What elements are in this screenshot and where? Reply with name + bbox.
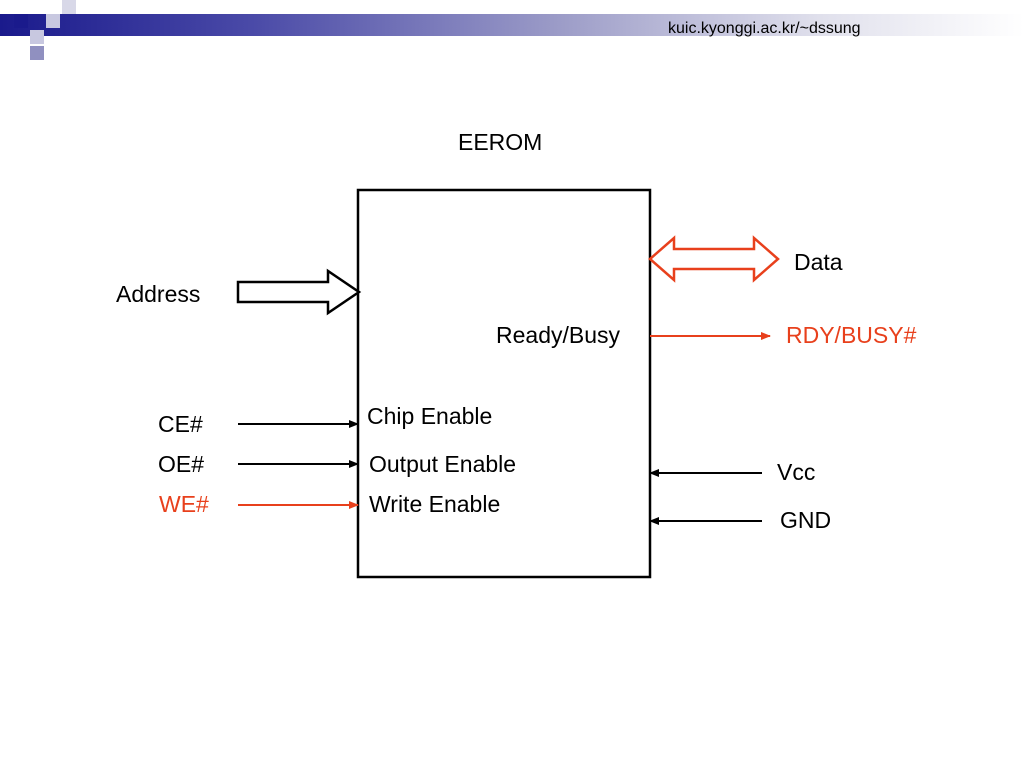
logo-square	[30, 30, 44, 44]
site-url: kuic.kyonggi.ac.kr/~dssung	[668, 20, 861, 37]
chip-box	[356, 188, 652, 579]
data-label: Data	[794, 249, 843, 275]
oe-label: OE#	[158, 451, 205, 477]
address-arrow	[236, 268, 362, 316]
logo-square	[46, 14, 60, 28]
logo-square	[62, 0, 76, 14]
gnd-label: GND	[780, 507, 832, 533]
rdy-busy-output-label: RDY/BUSY#	[786, 322, 917, 348]
chip-enable-label: Chip Enable	[367, 403, 493, 429]
output-enable-label: Output Enable	[369, 451, 517, 477]
header-banner	[0, 14, 1024, 36]
vcc-label: Vcc	[777, 459, 816, 485]
write-enable-label: Write Enable	[369, 491, 501, 517]
logo-square	[30, 46, 44, 60]
ce-label: CE#	[158, 411, 203, 437]
we-label: WE#	[159, 491, 209, 517]
diagram-title: EEROM	[458, 129, 543, 155]
data-bidirectional-arrow	[648, 235, 780, 283]
ready-busy-label: Ready/Busy	[496, 322, 621, 348]
logo-square	[14, 14, 28, 28]
address-label: Address	[116, 281, 201, 307]
